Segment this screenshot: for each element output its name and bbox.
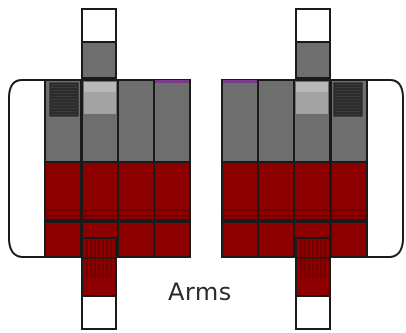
purple-accent	[223, 80, 257, 83]
grey-column	[257, 79, 295, 163]
top-cap-block	[81, 8, 117, 43]
right-arm-texture	[221, 8, 404, 330]
red-column	[44, 161, 82, 221]
grey-column	[117, 79, 155, 163]
red-column	[293, 161, 331, 221]
arms-caption: Arms	[168, 278, 232, 306]
red-column	[257, 161, 295, 221]
bottom-cap-block	[81, 295, 117, 330]
side-panel	[8, 79, 46, 258]
vent-grill	[333, 82, 363, 117]
red-column	[117, 161, 155, 221]
red-column	[81, 161, 119, 221]
red-lower-column	[44, 221, 82, 258]
red-column	[330, 161, 368, 221]
bottom-cap-block	[295, 295, 331, 330]
red-column	[221, 161, 259, 221]
grey-column	[221, 79, 259, 163]
grey-column	[153, 79, 191, 163]
red-lower-column	[257, 221, 295, 258]
light-panel-top	[296, 82, 328, 92]
upper-grey-block	[295, 41, 331, 79]
red-lower-column	[221, 221, 259, 258]
vent-grill	[49, 82, 79, 117]
upper-grey-block	[81, 41, 117, 79]
light-panel-top	[84, 82, 116, 92]
red-lower-column	[330, 221, 368, 258]
purple-accent	[155, 80, 189, 83]
red-column	[153, 161, 191, 221]
left-arm-texture	[8, 8, 191, 330]
side-panel	[366, 79, 404, 258]
top-cap-block	[295, 8, 331, 43]
red-lower-column	[153, 221, 191, 258]
red-lower-column	[117, 221, 155, 258]
